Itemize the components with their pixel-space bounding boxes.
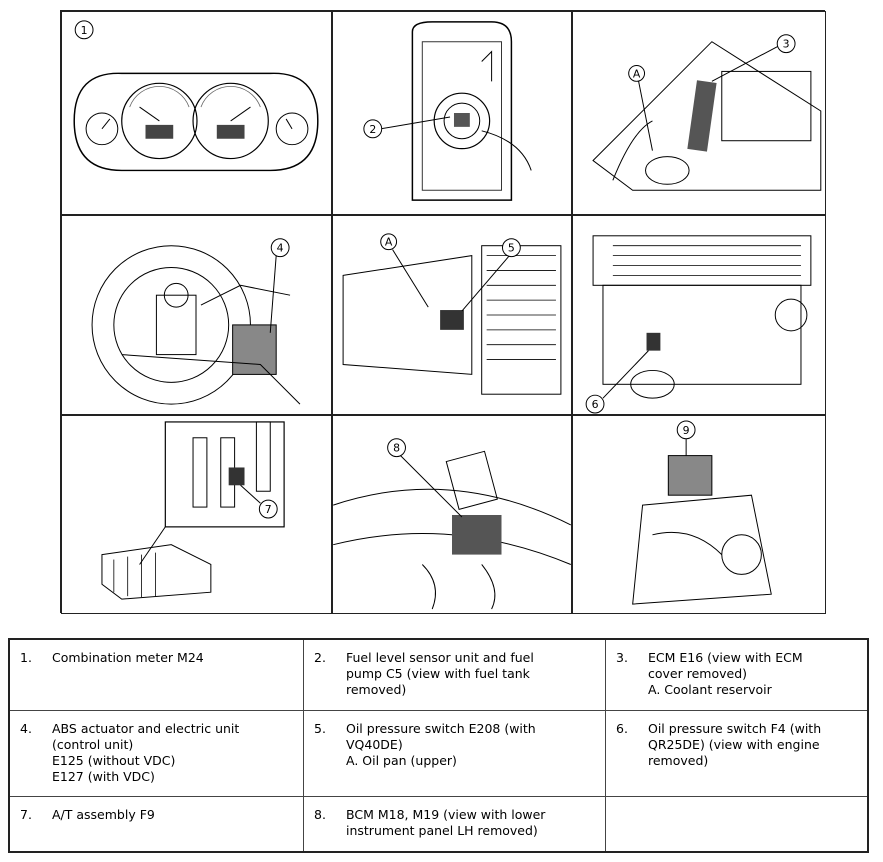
legend-text: Oil pressure switch E208 (with VQ40DE) A… <box>346 721 536 768</box>
panel-bcm: 8 <box>332 415 572 614</box>
legend-text: Combination meter M24 <box>52 650 204 665</box>
legend-text: A/T assembly F9 <box>52 807 155 822</box>
fuel-pump-illustration: 2 <box>363 21 532 201</box>
legend-number: 4. <box>20 721 32 736</box>
panel-combination-meter: 1 <box>61 11 332 215</box>
callout-2: 2 <box>369 123 376 136</box>
callout-4: 4 <box>277 242 284 255</box>
legend-text: BCM M18, M19 (view with lower instrument… <box>346 807 546 838</box>
panel-component-9: 9 <box>572 415 826 614</box>
callout-8: 8 <box>393 442 400 455</box>
callout-7: 7 <box>265 503 272 516</box>
bcm-illustration: 8 <box>333 438 571 610</box>
callout-letter-a-oil-pan: A <box>385 236 393 249</box>
engine-block-illustration: 6 <box>585 235 812 414</box>
at-assembly-illustration: 7 <box>101 421 285 600</box>
component-9-illustration: 9 <box>632 420 772 605</box>
panel-oil-pressure-switch-qr25de: 6 <box>572 215 826 415</box>
legend-number: 5. <box>314 721 326 736</box>
legend-number: 8. <box>314 807 326 822</box>
panel-at-assembly: 7 <box>61 415 332 614</box>
callout-9: 9 <box>683 424 690 437</box>
legend-number: 6. <box>616 721 628 736</box>
legend-text: ABS actuator and electric unit (control … <box>52 721 240 784</box>
legend-item-5: 5. Oil pressure switch E208 (with VQ40DE… <box>304 711 606 797</box>
legend-table: 1. Combination meter M24 2. Fuel level s… <box>8 638 869 853</box>
legend-number: 3. <box>616 650 628 665</box>
component-location-diagram: 1 2 <box>60 10 826 614</box>
panel-fuel-level-sensor: 2 <box>332 11 572 215</box>
oil-pressure-switch-engine-illustration: A 5 <box>342 233 562 395</box>
legend-item-empty <box>606 797 867 851</box>
callout-3: 3 <box>783 38 790 51</box>
legend-number: 1. <box>20 650 32 665</box>
combination-meter-illustration: 1 <box>73 20 319 172</box>
callout-5: 5 <box>508 242 515 255</box>
legend-item-7: 7. A/T assembly F9 <box>10 797 304 851</box>
ecm-illustration: 3 A <box>592 34 822 191</box>
legend-number: 2. <box>314 650 326 665</box>
legend-item-1: 1. Combination meter M24 <box>10 640 304 711</box>
panel-oil-pressure-switch-vq40de: A 5 <box>332 215 572 415</box>
legend-item-4: 4. ABS actuator and electric unit (contr… <box>10 711 304 797</box>
panel-ecm: 3 A <box>572 11 826 215</box>
legend-text: ECM E16 (view with ECM cover removed) A.… <box>648 650 803 697</box>
legend-text: Oil pressure switch F4 (with QR25DE) (vi… <box>648 721 822 768</box>
callout-6: 6 <box>592 398 599 411</box>
legend-item-8: 8. BCM M18, M19 (view with lower instrum… <box>304 797 606 851</box>
callout-1: 1 <box>81 24 88 37</box>
legend-item-3: 3. ECM E16 (view with ECM cover removed)… <box>606 640 867 711</box>
panel-abs-actuator: 4 <box>61 215 332 415</box>
legend-number: 7. <box>20 807 32 822</box>
legend-item-6: 6. Oil pressure switch F4 (with QR25DE) … <box>606 711 867 797</box>
legend-item-2: 2. Fuel level sensor unit and fuel pump … <box>304 640 606 711</box>
callout-letter-a-coolant: A <box>633 67 641 80</box>
legend-text: Fuel level sensor unit and fuel pump C5 … <box>346 650 534 697</box>
abs-actuator-illustration: 4 <box>91 238 301 405</box>
